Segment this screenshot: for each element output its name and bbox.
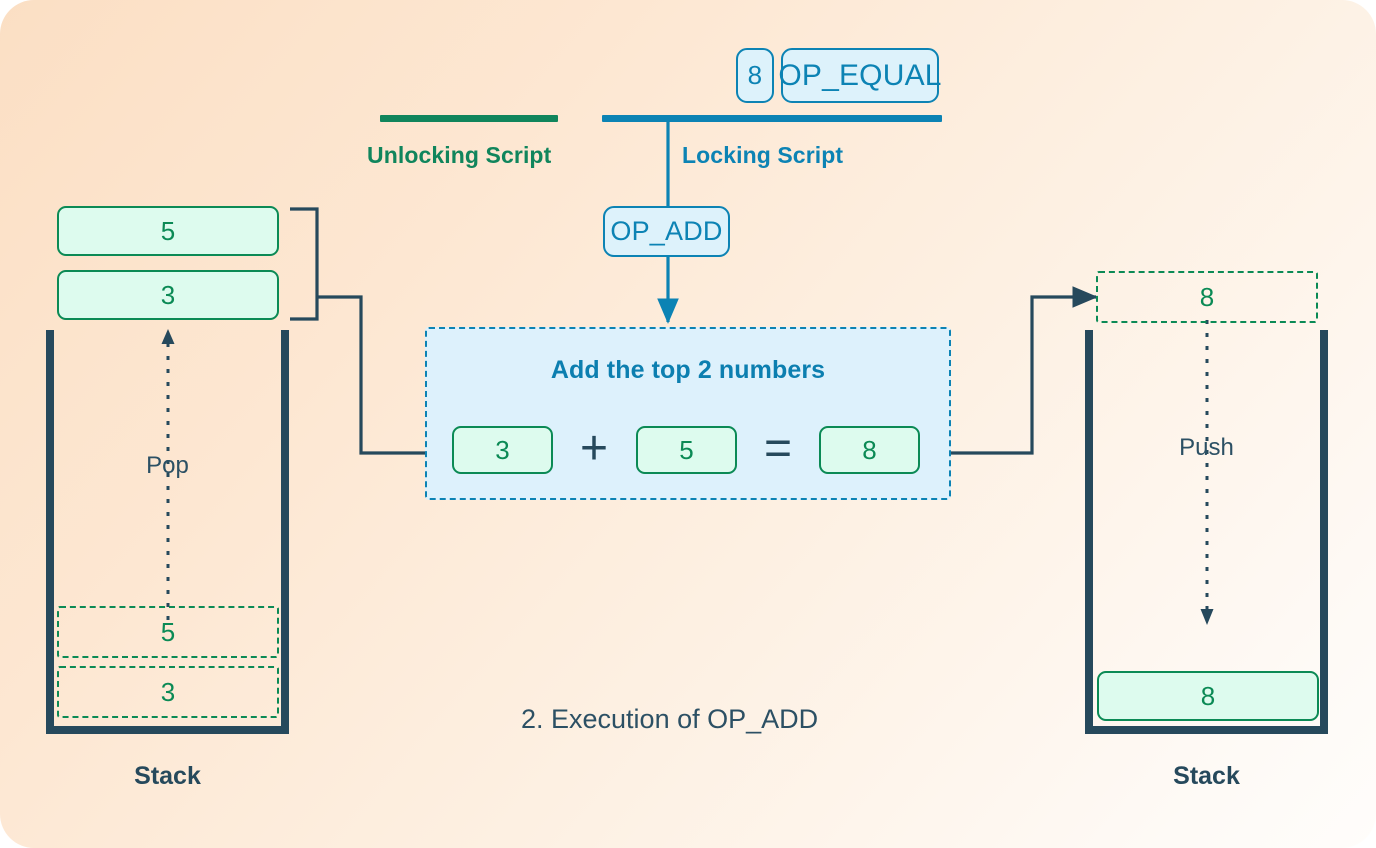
locking-script-bar (602, 115, 942, 122)
left-stack-wall-bottom (46, 726, 289, 734)
result-to-stack-connector (950, 286, 1098, 455)
operand-first: 3 (452, 426, 553, 474)
right-stack-wall-left (1085, 330, 1093, 734)
right-stack-flow-label: Push (1179, 434, 1234, 461)
operation-panel-title: Add the top 2 numbers (550, 356, 826, 384)
equals-sign: = (763, 422, 793, 475)
left-stack-flow-label: Pop (146, 452, 189, 479)
push-arrow (1200, 320, 1214, 625)
plus-sign: + (579, 422, 609, 475)
operation-panel: Add the top 2 numbers (425, 327, 951, 500)
operation-result: 8 (819, 426, 920, 474)
popped-value-second: 3 (57, 270, 279, 320)
right-stack-item-0: 8 (1097, 671, 1319, 721)
left-stack-ghost-slot-top: 5 (57, 606, 279, 658)
left-stack-wall-left (46, 330, 54, 734)
right-stack-incoming-value: 8 (1096, 271, 1318, 323)
left-stack-caption: Stack (134, 762, 201, 790)
unlocking-script-label: Unlocking Script (367, 142, 552, 168)
script-op-op-equal[interactable]: OP_EQUAL (778, 48, 941, 103)
right-stack-caption: Stack (1173, 762, 1240, 790)
locking-script-label: Locking Script (682, 142, 844, 168)
popped-value-top: 5 (57, 206, 279, 256)
right-stack-wall-bottom (1085, 726, 1328, 734)
script-op-data-8[interactable]: 8 (736, 48, 774, 103)
unlocking-script-bar (380, 115, 558, 122)
step-caption: 2. Execution of OP_ADD (521, 704, 819, 734)
left-stack-ghost-slot-bottom: 3 (57, 666, 279, 718)
left-stack-wall-right (281, 330, 289, 734)
pop-bracket-connector (290, 207, 426, 455)
operand-second: 5 (636, 426, 737, 474)
right-stack-wall-right (1320, 330, 1328, 734)
executing-op-op-add[interactable]: OP_ADD (603, 206, 730, 257)
